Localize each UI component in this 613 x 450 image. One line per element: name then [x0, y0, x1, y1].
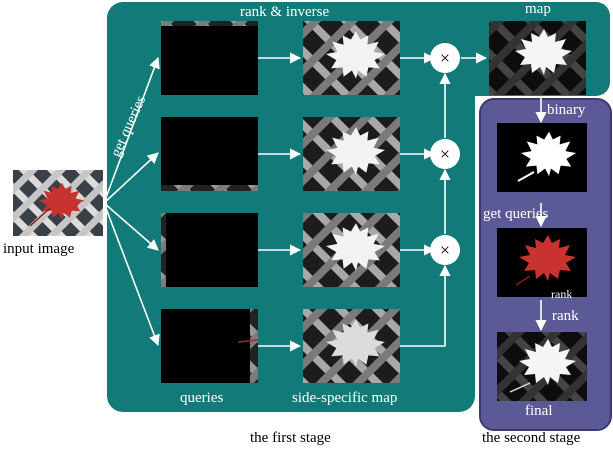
query-to-map-arrows: [258, 52, 302, 352]
final-map-image: [497, 332, 587, 401]
query-image-bottom-edge: [161, 117, 258, 191]
svg-text:×: ×: [440, 144, 450, 164]
input-image: [13, 170, 103, 236]
side-specific-map-label: side-specific map: [292, 390, 397, 406]
multiply-circle-icon: ×: [430, 235, 460, 265]
final-label: final: [525, 403, 553, 419]
input-image-label: input image: [3, 241, 75, 257]
map-label: map: [525, 1, 551, 17]
rank-small-label: rank: [551, 287, 572, 301]
query-image-left-edge: [161, 213, 258, 287]
combined-map-image: [489, 21, 586, 95]
side-map-3: [303, 213, 400, 287]
svg-text:×: ×: [440, 240, 450, 260]
map-to-multiply-arrows: [400, 52, 488, 347]
multiply-circle-icon: ×: [430, 43, 460, 73]
second-stage-caption: the second stage: [482, 430, 581, 446]
first-stage-caption: the first stage: [250, 430, 331, 446]
multiply-circle-icon: ×: [430, 139, 460, 169]
query-image-right-edge: [161, 309, 259, 383]
rank-label: rank: [552, 308, 579, 324]
fan-arrows: [103, 56, 160, 347]
binary-map-image: [497, 123, 587, 192]
get-queries-label: get queries: [483, 206, 549, 222]
side-map-4: [303, 309, 400, 383]
query-image-top: [161, 21, 258, 95]
queries-label: queries: [180, 390, 223, 406]
svg-text:×: ×: [440, 48, 450, 68]
side-map-2: [303, 117, 400, 191]
binary-label: binary: [547, 102, 586, 118]
side-map-1: [303, 21, 400, 95]
rank-inverse-label: rank & inverse: [240, 4, 329, 20]
query-leaf-image: [497, 228, 587, 297]
